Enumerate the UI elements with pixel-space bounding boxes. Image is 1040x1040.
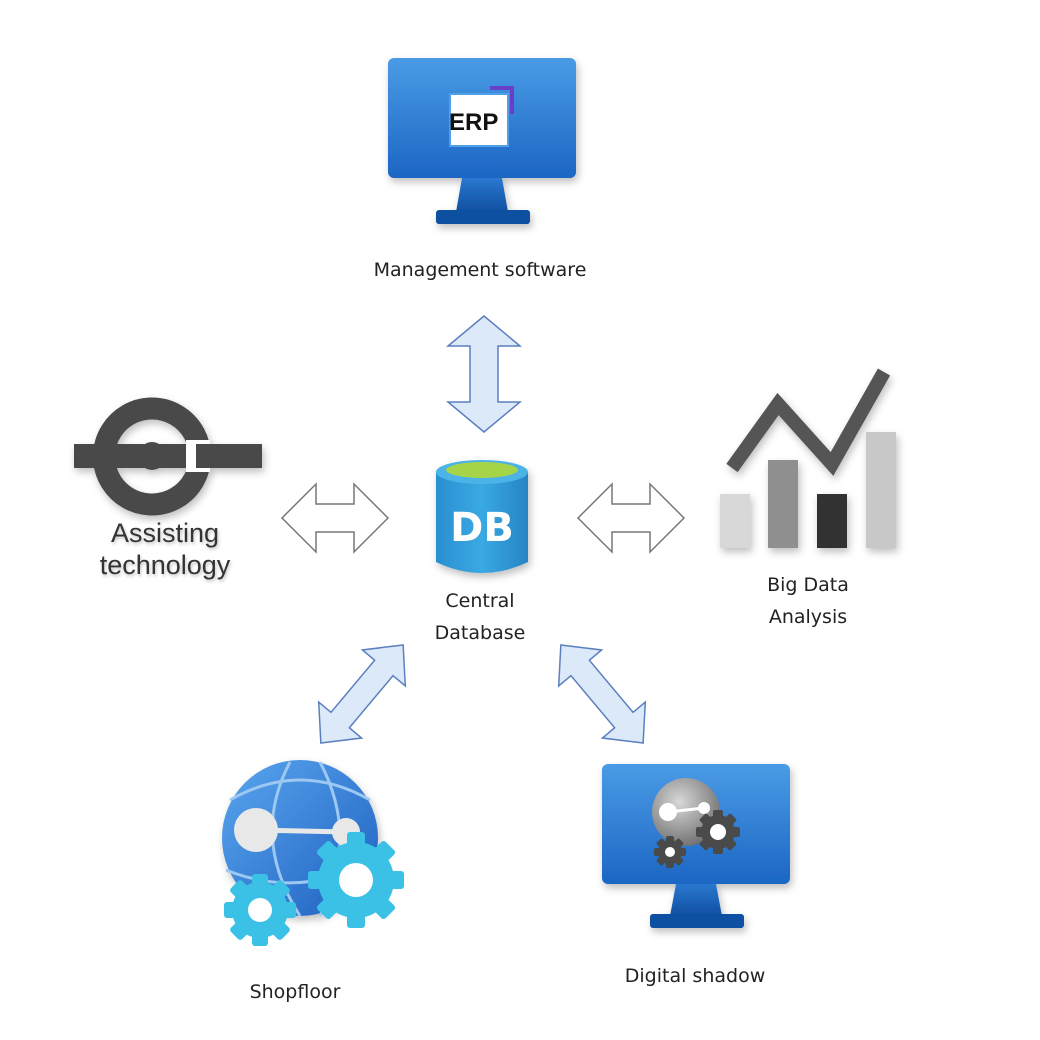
arrow-central-digital-shadow: [557, 644, 647, 744]
arrow-central-management: [445, 315, 523, 433]
erp-logo-icon: ERP: [449, 86, 514, 147]
digital-shadow-label: Digital shadow: [624, 965, 766, 987]
database-icon-text: DB: [450, 505, 514, 551]
dark-gear-small-icon: [654, 836, 686, 868]
arrow-central-bigdata: [576, 482, 686, 554]
large-gear-icon: [308, 832, 404, 928]
arrow-central-assisting: [280, 482, 390, 554]
database-icon: DB: [436, 460, 528, 573]
assisting-technology-label-line-1: Assisting: [110, 518, 220, 548]
connector-plug-icon: [74, 397, 262, 516]
assisting-technology-label-line-2: technology: [99, 550, 231, 580]
big-data-analysis-label: Big Data Analysis: [718, 569, 898, 633]
big-data-analysis-label-line-2: Analysis: [768, 606, 848, 628]
shopfloor-label: Shopfloor: [249, 981, 341, 1003]
erp-logo-text: ERP: [449, 109, 498, 136]
central-database-label-line-1: Central: [445, 590, 515, 612]
small-gear-icon: [224, 874, 296, 946]
bar-chart-trend-icon: [720, 368, 896, 548]
dark-gear-large-icon: [696, 810, 740, 854]
management-software-label: Management software: [373, 259, 587, 281]
assisting-technology-label: Assisting technology: [60, 517, 270, 581]
central-database-label-line-2: Database: [434, 622, 526, 644]
central-database-label: Central Database: [400, 585, 560, 649]
big-data-analysis-label-line-1: Big Data: [767, 574, 849, 596]
arrow-central-shopfloor: [317, 644, 407, 744]
